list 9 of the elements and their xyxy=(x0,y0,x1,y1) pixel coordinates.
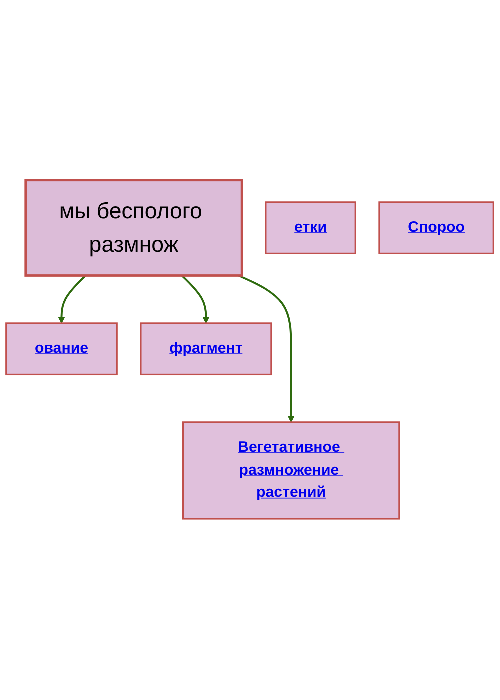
node-box: фрагмент xyxy=(140,322,272,376)
node-box: мы бесполого размнож xyxy=(24,179,244,278)
arrow xyxy=(238,275,295,424)
node-box: ование xyxy=(6,322,118,376)
node-box: Спороо xyxy=(378,202,494,255)
node-box: етки xyxy=(265,202,356,255)
node-box: Вегетативное размножение растений xyxy=(182,422,400,520)
arrow xyxy=(181,275,210,324)
arrow xyxy=(58,275,87,324)
